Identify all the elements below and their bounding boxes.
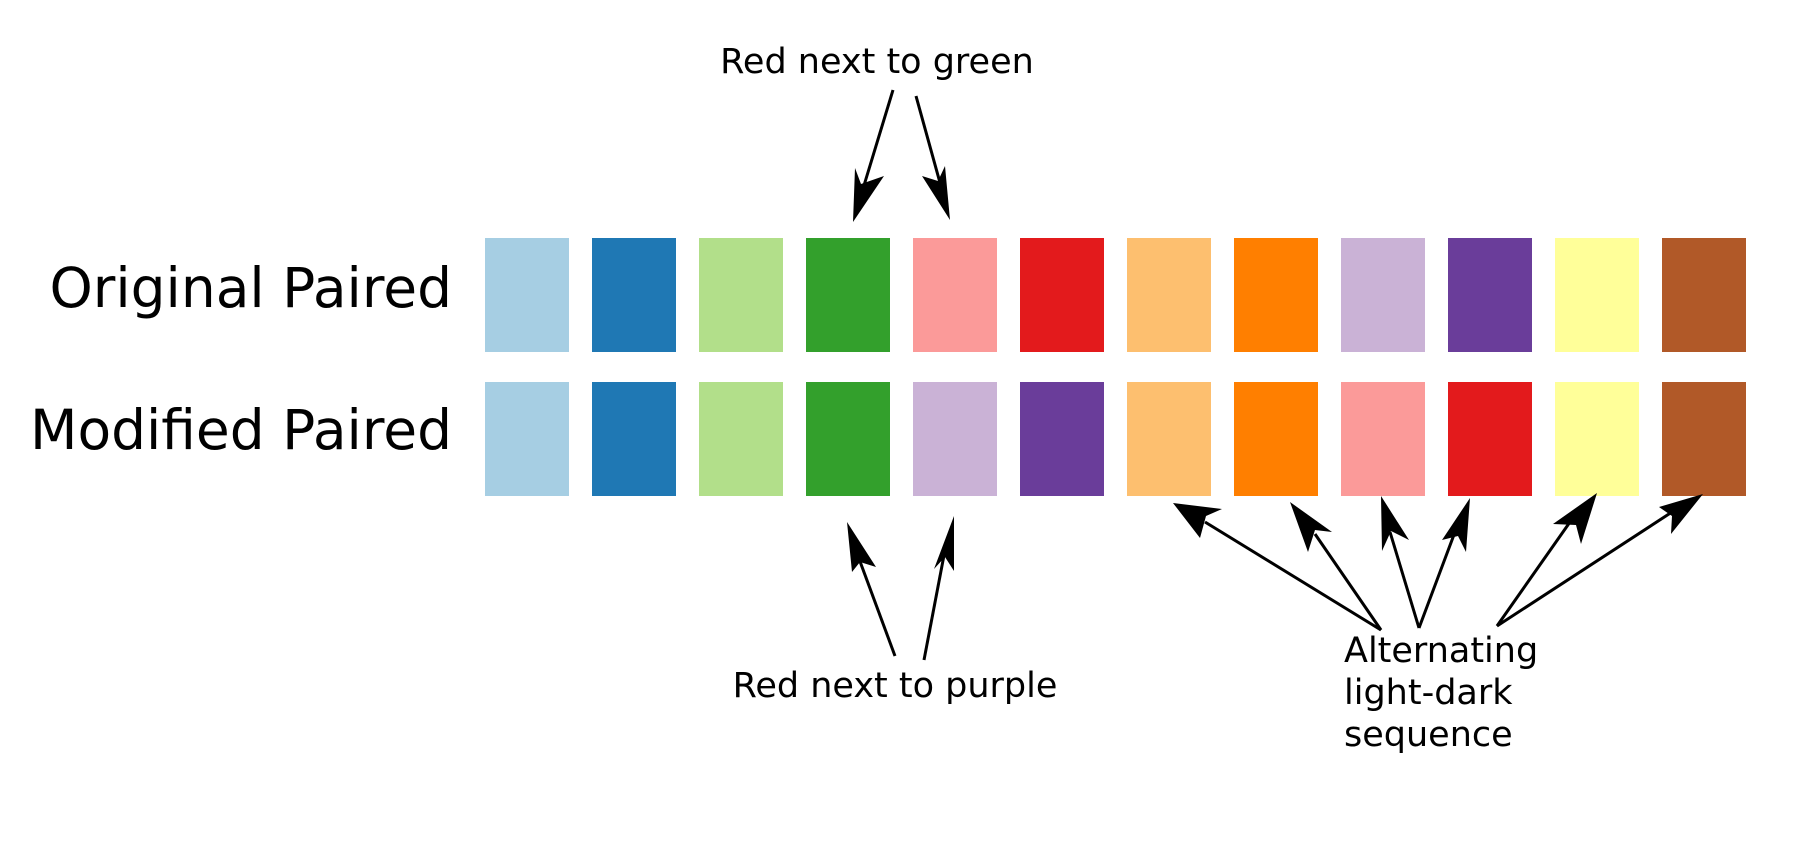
swatch-original-9 — [1341, 238, 1425, 352]
arrow-bottom-right-2 — [1290, 502, 1383, 631]
annotation-bottom-right-text: Alternating light-dark sequence — [1344, 631, 1549, 755]
row-label-original: Original Paired — [49, 256, 452, 320]
swatch-modified-8 — [1234, 382, 1318, 496]
swatch-modified-9 — [1341, 382, 1425, 496]
swatch-modified-11 — [1555, 382, 1639, 496]
swatch-row-original — [485, 238, 1746, 352]
swatch-original-12 — [1662, 238, 1746, 352]
arrow-bottom-right-5 — [1495, 493, 1597, 627]
arrow-bottom-right-6 — [1496, 494, 1703, 628]
swatch-original-1 — [485, 238, 569, 352]
swatch-modified-4 — [806, 382, 890, 496]
arrow-bottom-right-4 — [1417, 498, 1470, 629]
swatch-modified-12 — [1662, 382, 1746, 496]
swatch-modified-10 — [1448, 382, 1532, 496]
swatch-original-7 — [1127, 238, 1211, 352]
swatch-original-4 — [806, 238, 890, 352]
swatch-original-10 — [1448, 238, 1532, 352]
arrow-top-right — [914, 95, 950, 220]
swatch-modified-1 — [485, 382, 569, 496]
swatch-original-2 — [592, 238, 676, 352]
swatch-original-11 — [1555, 238, 1639, 352]
swatch-modified-3 — [699, 382, 783, 496]
annotation-bottom-left: Red next to purple — [733, 516, 1058, 706]
swatch-original-8 — [1234, 238, 1318, 352]
arrow-bottom-right-3 — [1381, 496, 1421, 629]
annotation-top-text: Red next to green — [720, 42, 1034, 82]
annotation-bottom-left-text: Red next to purple — [733, 666, 1058, 706]
arrow-bottom-left-2 — [922, 516, 954, 661]
annotation-bottom-right-line-1: Alternating — [1344, 631, 1538, 671]
annotation-bottom-right-line-3: sequence — [1344, 715, 1513, 755]
swatch-original-6 — [1020, 238, 1104, 352]
arrow-bottom-left-1 — [847, 522, 897, 657]
arrow-bottom-right-1 — [1173, 503, 1382, 632]
swatch-modified-6 — [1020, 382, 1104, 496]
swatch-modified-5 — [913, 382, 997, 496]
swatch-modified-7 — [1127, 382, 1211, 496]
annotation-top: Red next to green — [720, 42, 1034, 222]
row-label-modified: Modified Paired — [30, 398, 452, 462]
annotation-bottom-right: Alternating light-dark sequence — [1173, 493, 1703, 755]
swatch-row-modified — [485, 382, 1746, 496]
arrow-top-left — [853, 89, 895, 222]
swatch-modified-2 — [592, 382, 676, 496]
annotation-bottom-right-line-2: light-dark — [1344, 673, 1513, 713]
swatch-original-5 — [913, 238, 997, 352]
swatch-original-3 — [699, 238, 783, 352]
